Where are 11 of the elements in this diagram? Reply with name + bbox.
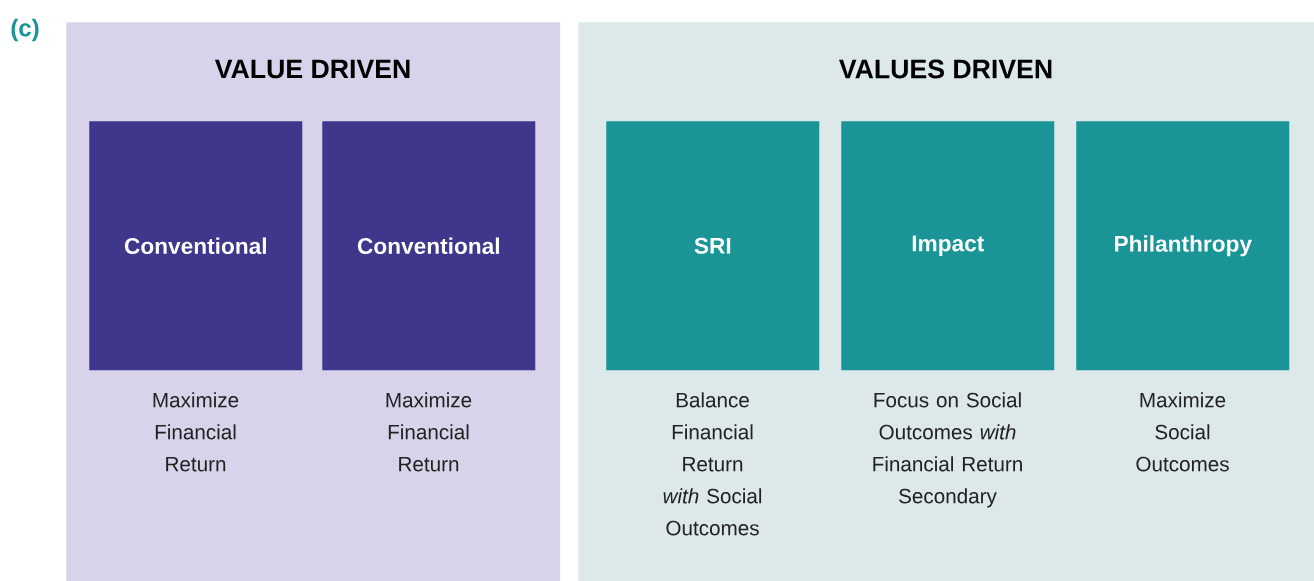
category-box: SRI (606, 121, 820, 371)
category-box: Philanthropy (1076, 121, 1290, 371)
category-box: Impact (841, 121, 1055, 371)
category-box: Conventional (322, 121, 536, 371)
category-box: Conventional (89, 121, 303, 371)
description: Focus on Social Outcomes with Financial Return Secondary (873, 392, 1022, 508)
description: Balance Financial Return with Social Outcomes (663, 392, 762, 536)
description: Maximize Social Outcomes (1136, 392, 1229, 472)
panel-label: (c) (11, 18, 39, 42)
description: Maximize Financial Return (386, 392, 472, 472)
description: Maximize Financial Return (153, 392, 239, 472)
